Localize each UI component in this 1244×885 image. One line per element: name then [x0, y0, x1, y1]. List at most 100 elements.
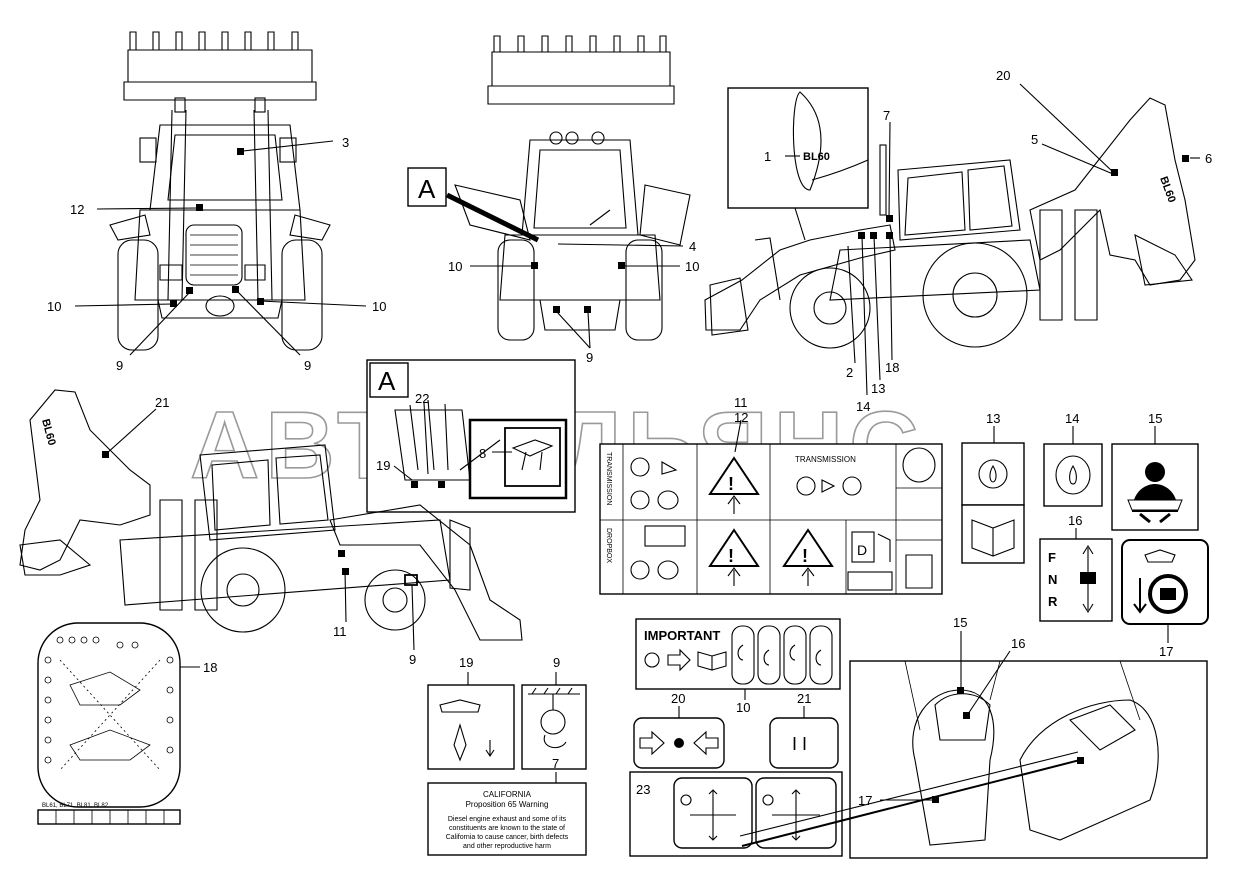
detail-a-panel-letter: A	[378, 366, 396, 396]
callout-19: 19	[376, 458, 390, 473]
callout-3: 3	[342, 135, 349, 150]
callout-2: 2	[846, 365, 853, 380]
callout-6: 6	[1205, 151, 1212, 166]
callout-21: 21	[797, 691, 811, 706]
decal-important-title: IMPORTANT	[644, 628, 720, 643]
front-view-machine	[109, 31, 331, 351]
side-view-left-leaders	[105, 408, 415, 651]
callout-8: 8	[479, 446, 486, 461]
callout-18: 18	[203, 660, 217, 675]
callout-13: 13	[871, 381, 885, 396]
detail-a-leaders	[393, 402, 512, 481]
decal-9	[521, 684, 587, 770]
callout-14: 14	[856, 399, 870, 414]
callout-7: 7	[883, 108, 890, 123]
decal-21-mark: I I	[792, 734, 807, 754]
callout-5: 5	[1031, 132, 1038, 147]
decal-16: F N R	[1039, 538, 1113, 622]
callout-1: 1	[764, 149, 771, 164]
callout-9: 9	[409, 652, 416, 667]
callout-16: 16	[1011, 636, 1025, 651]
decal-17	[1121, 539, 1209, 625]
side-view-right-machine: BL60 BL60	[704, 87, 1196, 349]
side-view-left-machine: BL60	[19, 389, 523, 641]
callout-17: 17	[858, 793, 872, 808]
decal-california-line2: constituents are known to the state of	[449, 825, 565, 832]
decal-20	[633, 717, 725, 769]
callout-9: 9	[304, 358, 311, 373]
detail-a-panel: A	[366, 359, 576, 513]
decal-19	[427, 684, 515, 770]
svg-text:!: !	[728, 546, 734, 566]
cab-interior-view	[849, 660, 1208, 859]
decal-23	[629, 771, 843, 857]
decal-sheet-18: BL61, BL71, BL81, BL82	[37, 622, 181, 825]
callout-11: 11	[333, 624, 347, 639]
sheet-18-footer: BL61, BL71, BL81, BL82	[42, 803, 109, 809]
rear-view-machine	[454, 35, 691, 341]
callout-11: 11	[734, 395, 748, 410]
decal-fnr-r: R	[1048, 594, 1058, 609]
callout-19: 19	[459, 655, 473, 670]
callout-10: 10	[448, 259, 462, 274]
callout-18: 18	[885, 360, 899, 375]
callout-22: 22	[415, 391, 429, 406]
front-view-leaders	[74, 140, 367, 356]
callout-15: 15	[1148, 411, 1162, 426]
decal-california-line3: California to cause cancer, birth defect…	[446, 834, 569, 841]
warning-triangle-icon: !	[708, 456, 760, 514]
bl60-badge-callout-box	[727, 87, 869, 209]
callout-9: 9	[586, 350, 593, 365]
decal-fnr-f: F	[1048, 550, 1056, 565]
callout-10: 10	[372, 299, 386, 314]
callout-20: 20	[996, 68, 1010, 83]
bl60-boom-text: BL60	[1157, 175, 1177, 204]
decal-14	[1043, 443, 1103, 507]
warning-triangle-icon: !	[708, 528, 760, 586]
svg-text:!: !	[802, 546, 808, 566]
callout-12: 12	[70, 202, 84, 217]
detail-a-letter: A	[418, 174, 436, 204]
decal-transmission-side: TRANSMISSION	[605, 452, 612, 505]
decal-california-line1: Diesel engine exhaust and some of its	[448, 816, 567, 823]
rear-view-leaders	[445, 192, 684, 349]
callout-23: 23	[636, 782, 650, 797]
callout-21: 21	[155, 395, 169, 410]
callout-10: 10	[736, 700, 750, 715]
decal-california-title: CALIFORNIA	[483, 790, 532, 799]
cab-interior-leaders	[739, 631, 1081, 847]
decal-block-11-12: TRANSMISSION DROPBOX TRANSMISSION D ! ! …	[599, 443, 943, 595]
warning-triangle-icon: !	[782, 528, 834, 586]
bl60-left-boom-text: BL60	[39, 418, 58, 447]
decal-13	[961, 442, 1025, 564]
decal-fnr-n: N	[1048, 572, 1057, 587]
decal-dropbox-side: DROPBOX	[605, 528, 612, 563]
decal-7-california: CALIFORNIA Proposition 65 Warning Diesel…	[427, 782, 587, 856]
decal-21: I I	[769, 717, 839, 769]
callout-9: 9	[553, 655, 560, 670]
bl60-badge-text: BL60	[803, 151, 830, 163]
callout-10: 10	[47, 299, 61, 314]
callout-16: 16	[1068, 513, 1082, 528]
callout-10: 10	[685, 259, 699, 274]
callout-7: 7	[552, 756, 559, 771]
callout-14: 14	[1065, 411, 1079, 426]
callout-20: 20	[671, 691, 685, 706]
callout-15: 15	[953, 615, 967, 630]
callout-17: 17	[1159, 644, 1173, 659]
decal-california-line4: and other reproductive harm	[463, 843, 551, 850]
decal-fuel-letter: D	[857, 542, 867, 558]
callout-13: 13	[986, 411, 1000, 426]
side-view-right-leaders	[785, 83, 1200, 396]
decal-10-important: IMPORTANT	[635, 618, 841, 690]
decal-transmission-head: TRANSMISSION	[795, 455, 856, 464]
callout-4: 4	[689, 239, 696, 254]
callout-12: 12	[734, 410, 748, 425]
callout-9: 9	[116, 358, 123, 373]
svg-text:!: !	[728, 474, 734, 494]
decal-15	[1111, 443, 1199, 531]
detail-a-tag	[407, 167, 447, 207]
decal-california-subtitle: Proposition 65 Warning	[466, 800, 549, 809]
